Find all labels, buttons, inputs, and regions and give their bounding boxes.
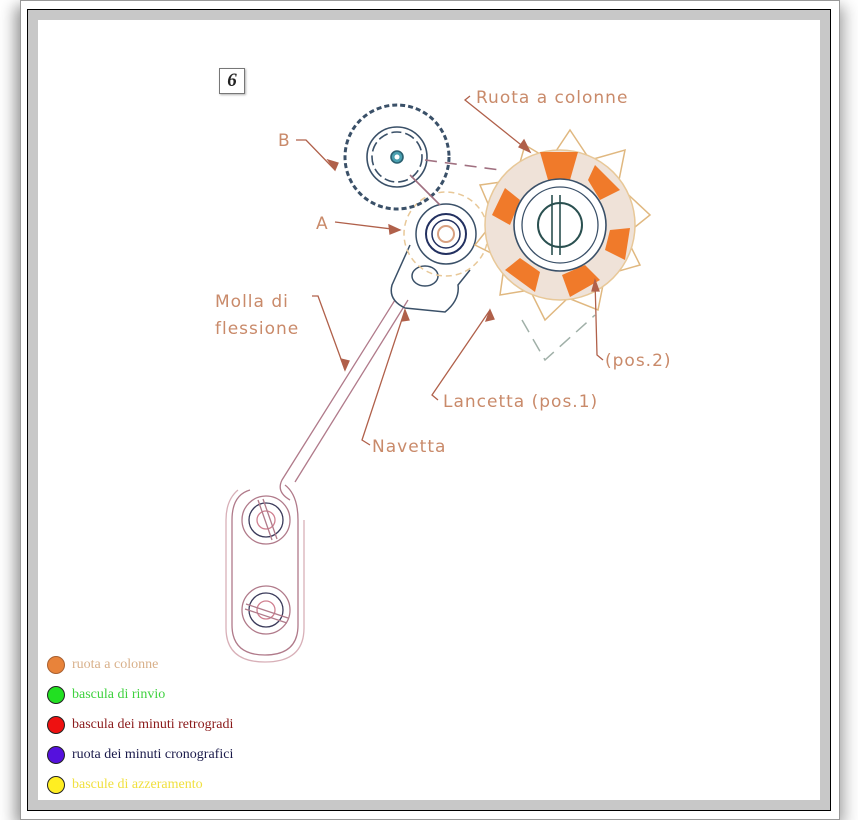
figure-canvas: [38, 20, 820, 800]
label-spring-line1: Molla di: [215, 292, 289, 312]
column-wheel: [473, 128, 652, 362]
legend-item: ruota dei minuti cronografici: [47, 740, 233, 770]
label-spring-line2: flessione: [215, 319, 299, 339]
legend-swatch-purple: [47, 746, 65, 764]
label-column-wheel: Ruota a colonne: [476, 88, 628, 108]
label-pos2: (pos.2): [605, 351, 672, 371]
legend-swatch-yellow: [47, 776, 65, 794]
label-leaders: [296, 95, 604, 446]
legend-item: bascula di rinvio: [47, 680, 233, 710]
gear-a: [403, 191, 489, 277]
spring-arm: [225, 299, 409, 663]
legend-item: bascula dei minuti retrogradi: [47, 710, 233, 740]
legend-label: ruota dei minuti cronografici: [72, 747, 234, 762]
legend-label: bascule di azzeramento: [72, 777, 203, 792]
label-shuttle: Navetta: [372, 437, 446, 457]
legend-swatch-green: [47, 686, 65, 704]
gear-b: [343, 103, 501, 211]
label-a: A: [316, 214, 329, 234]
label-b: B: [278, 131, 291, 151]
legend: ruota a colonne bascula di rinvio bascul…: [47, 650, 233, 800]
diagram-labels: B A Ruota a colonne Molla di flessione N…: [215, 88, 672, 457]
label-hand-pos1: Lancetta (pos.1): [443, 392, 598, 412]
legend-swatch-orange: [47, 656, 65, 674]
legend-label: bascula di rinvio: [72, 687, 166, 702]
legend-item: ruota a colonne: [47, 650, 233, 680]
legend-label: ruota a colonne: [72, 657, 159, 672]
legend-item: bascule di azzeramento: [47, 770, 233, 800]
legend-label: bascula dei minuti retrogradi: [72, 717, 234, 732]
shuttle: [390, 244, 471, 313]
legend-swatch-red: [47, 716, 65, 734]
figure-number: 6: [219, 68, 245, 94]
